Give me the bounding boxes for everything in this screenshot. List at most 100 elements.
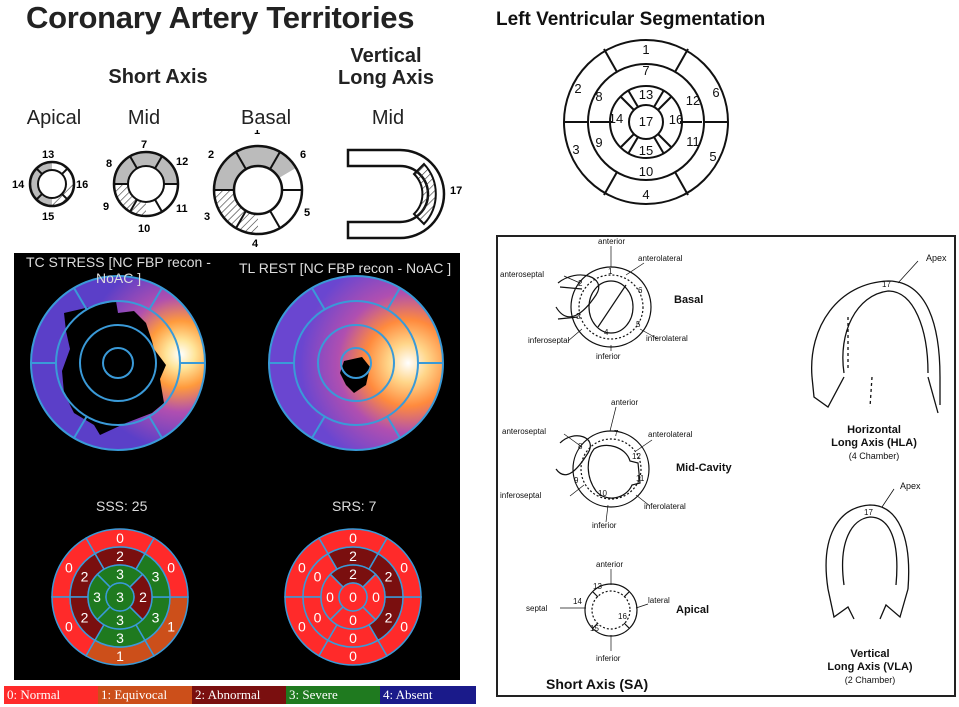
sa-basal-label: Basal <box>674 294 703 306</box>
score-value: 0 <box>400 560 408 576</box>
vla-label-line2: Long Axis (VLA) <box>827 661 912 673</box>
score-value: 0 <box>314 569 322 585</box>
score-value: 1 <box>116 648 124 664</box>
lv-seg-num: 9 <box>595 135 602 150</box>
score-value: 0 <box>349 589 357 605</box>
sa-num: 1 <box>608 267 613 276</box>
lv-seg-num: 3 <box>572 142 579 157</box>
hla-sub: (4 Chamber) <box>849 451 900 461</box>
vla-horseshoe <box>346 148 446 240</box>
rest-polar-map <box>268 275 444 451</box>
lv-seg-num: 17 <box>639 114 653 129</box>
sa-label-anterolateral: anterolateral <box>638 254 683 263</box>
score-value: 0 <box>314 610 322 626</box>
mid-num: 12 <box>176 156 188 168</box>
sa-num: 3 <box>576 312 581 321</box>
score-segment <box>105 582 135 612</box>
mid-num: 9 <box>103 201 109 213</box>
basal-num: 6 <box>300 149 306 161</box>
vla-header: Vertical Long Axis <box>326 45 446 89</box>
vla-header-line2: Long Axis <box>338 67 434 89</box>
vla-sub: (2 Chamber) <box>845 675 896 685</box>
mid-num: 8 <box>106 158 112 170</box>
score-value: 3 <box>116 566 124 582</box>
lv-seg-num: 7 <box>642 63 649 78</box>
lv-segmentation-bullseye: 1 2 3 4 5 6 7 8 9 10 11 12 13 14 15 16 1… <box>563 39 729 205</box>
score-value: 0 <box>167 560 175 576</box>
basal-num: 3 <box>204 211 210 223</box>
sa-num: 13 <box>593 582 602 591</box>
lv-seg-num: 14 <box>609 111 623 126</box>
sa-label-anterior: anterior <box>596 560 623 569</box>
mid-sa-diagram <box>555 430 650 508</box>
score-value: 2 <box>385 569 393 585</box>
lv-seg-num: 15 <box>639 143 653 158</box>
short-axis-header: Short Axis <box>108 66 208 88</box>
sa-num: 6 <box>638 286 643 295</box>
mid-num: 10 <box>138 223 150 235</box>
sa-num: 2 <box>578 279 583 288</box>
sa-num: 5 <box>636 320 641 329</box>
lv-seg-num: 6 <box>712 85 719 100</box>
sa-title: Short Axis (SA) <box>546 676 648 692</box>
hla-label-line1: Horizontal <box>847 424 901 436</box>
rest-title: TL REST [NC FBP recon - NoAC ] <box>239 260 451 276</box>
sa-label-anterolateral: anterolateral <box>648 430 693 439</box>
legend-item: 4: Absent <box>380 686 476 704</box>
score-value: 0 <box>298 560 306 576</box>
lv-seg-num: 11 <box>686 134 700 149</box>
sa-label-anteroseptal: anteroseptal <box>502 427 546 436</box>
mid-num: 7 <box>141 139 147 151</box>
sa-label-lateral: lateral <box>648 596 670 605</box>
sa-num: 16 <box>618 612 627 621</box>
lv-seg-num: 16 <box>669 112 683 127</box>
basal-num: 1 <box>254 130 260 137</box>
vla-header-line1: Vertical <box>350 45 422 67</box>
lv-seg-num: 8 <box>595 89 602 104</box>
score-segment <box>338 582 368 612</box>
apical-num: 16 <box>76 179 88 191</box>
apical-ring <box>28 160 76 208</box>
score-value: 2 <box>139 589 147 605</box>
lv-seg-num: 1 <box>642 42 649 57</box>
sa-num: 14 <box>573 597 582 606</box>
sa-num: 15 <box>590 624 599 633</box>
mid-num: 11 <box>176 203 188 215</box>
sa-num: 8 <box>578 442 583 451</box>
score-value: 0 <box>65 560 73 576</box>
score-value: 2 <box>349 548 357 564</box>
score-value: 0 <box>298 619 306 635</box>
legend-item: 3: Severe <box>286 686 380 704</box>
score-value: 0 <box>349 648 357 664</box>
mid-ring <box>112 150 180 218</box>
hla-label-line2: Long Axis (HLA) <box>831 437 917 449</box>
sa-label-septal: septal <box>526 604 548 613</box>
legend-item: 1: Equivocal <box>98 686 192 704</box>
legend-item: 2: Abnormal <box>192 686 286 704</box>
sa-num: 9 <box>574 476 579 485</box>
sa-num: 7 <box>614 429 619 438</box>
mid-label: Mid <box>127 107 161 129</box>
lv-seg-num: 13 <box>639 87 653 102</box>
score-value: 2 <box>81 610 89 626</box>
sa-apical-label: Apical <box>676 604 709 616</box>
apical-label: Apical <box>26 107 82 129</box>
score-value: 0 <box>349 530 357 546</box>
score-value: 0 <box>65 619 73 635</box>
score-value: 0 <box>326 589 334 605</box>
apical-num: 14 <box>12 179 25 191</box>
page-title: Coronary Artery Territories <box>26 0 415 35</box>
sa-label-inferolateral: inferolateral <box>644 502 686 511</box>
score-value: 1 <box>167 619 175 635</box>
segmentation-diagram-panel: anterior anterolateral anteroseptal infe… <box>496 235 956 697</box>
basal-label: Basal <box>240 107 292 129</box>
vla-diagram <box>825 488 910 620</box>
score-value: 2 <box>81 569 89 585</box>
lv-segmentation-title: Left Ventricular Segmentation <box>496 9 766 30</box>
score-value: 2 <box>349 566 357 582</box>
score-value: 3 <box>116 630 124 646</box>
sa-mid-label: Mid-Cavity <box>676 462 733 474</box>
